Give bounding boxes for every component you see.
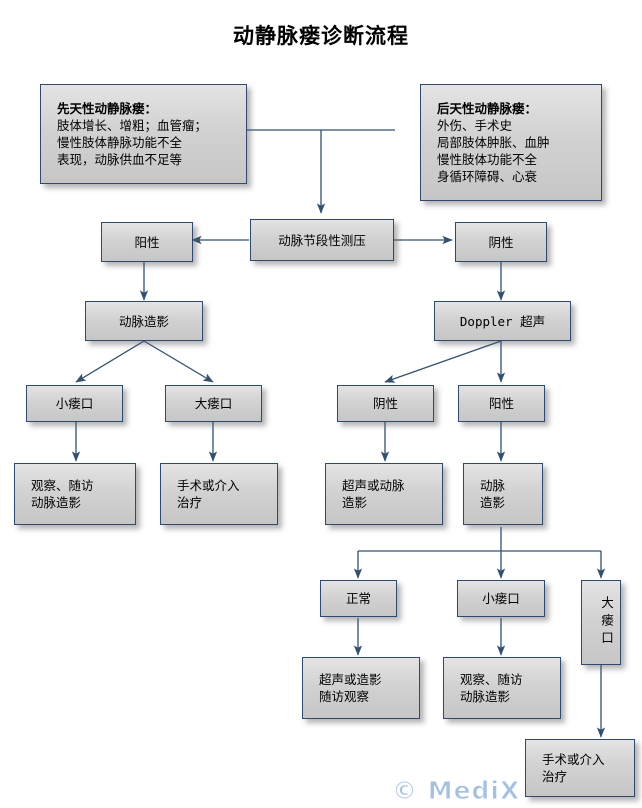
node-large-fistula-left[interactable]: 大瘘口	[165, 385, 262, 422]
node-congenital-avf[interactable]: 先天性动静脉瘘： 肢体增长、增粗；血管瘤； 慢性肢体静脉功能不全 表现，动脉供血…	[40, 84, 247, 184]
observe-followup-left-line-2: 动脉造影	[31, 495, 82, 510]
surgery-left-line-2: 治疗	[177, 495, 203, 510]
watermark-medix: © MediX	[391, 776, 521, 806]
doppler-positive-label: 阳性	[488, 396, 514, 411]
node-negative-right[interactable]: 阴性	[455, 222, 547, 262]
node-angiography-left[interactable]: 动脉造影	[85, 301, 203, 341]
acquired-line-3: 慢性肢体功能不全	[437, 152, 538, 167]
node-surgery-left[interactable]: 手术或介入 治疗	[160, 463, 278, 525]
congenital-line-3: 表现，动脉供血不足等	[57, 152, 183, 167]
node-doppler-ultrasound[interactable]: Doppler 超声	[434, 301, 571, 341]
acquired-line-1: 外伤、手术史	[437, 118, 513, 133]
small-fistula-right-label: 小瘘口	[482, 591, 520, 606]
observe-followup-left-line-1: 观察、随访	[31, 478, 94, 493]
us-or-angio-followup-line-1: 超声或造影	[319, 672, 382, 687]
observe-followup-right-line-1: 观察、随访	[460, 672, 523, 687]
acquired-line-2: 局部肢体肿胀、血肿	[437, 135, 550, 150]
angiography-right-line-2: 造影	[480, 495, 506, 510]
congenital-line-1: 肢体增长、增粗；血管瘤；	[57, 118, 208, 133]
negative-right-label: 阴性	[488, 234, 514, 250]
large-fistula-right-label: 大瘘口	[599, 596, 614, 649]
node-acquired-avf[interactable]: 后天性动静脉瘘： 外伤、手术史 局部肢体肿胀、血肿 慢性肢体功能不全 身循环障碍…	[420, 84, 602, 201]
doppler-label: Doppler 超声	[459, 313, 546, 329]
doppler-negative-label: 阴性	[372, 396, 398, 411]
positive-left-label: 阳性	[134, 234, 160, 250]
surgery-right-line-1: 手术或介入	[542, 752, 605, 767]
acquired-line-4: 身循环障碍、心衰	[437, 169, 538, 184]
angiography-right-line-1: 动脉	[480, 478, 506, 493]
node-observe-followup-right[interactable]: 观察、随访 动脉造影	[443, 657, 561, 719]
surgery-right-line-2: 治疗	[542, 769, 568, 784]
node-small-fistula-right[interactable]: 小瘘口	[457, 580, 545, 617]
acquired-heading: 后天性动静脉瘘：	[437, 101, 538, 116]
large-fistula-left-label: 大瘘口	[194, 396, 233, 411]
small-fistula-left-label: 小瘘口	[55, 396, 94, 411]
observe-followup-right-line-2: 动脉造影	[460, 689, 511, 704]
node-positive-left[interactable]: 阳性	[101, 222, 193, 262]
us-or-angio-line-2: 造影	[342, 495, 368, 510]
node-doppler-negative[interactable]: 阴性	[337, 385, 434, 422]
us-or-angio-followup-line-2: 随访观察	[319, 689, 370, 704]
node-small-fistula-left[interactable]: 小瘘口	[26, 385, 123, 422]
angiography-left-label: 动脉造影	[118, 313, 169, 329]
node-large-fistula-right[interactable]: 大瘘口	[581, 580, 621, 665]
congenital-line-2: 慢性肢体静脉功能不全	[57, 135, 183, 150]
node-us-or-angio-followup[interactable]: 超声或造影 随访观察	[302, 657, 420, 719]
node-observe-followup-left[interactable]: 观察、随访 动脉造影	[14, 463, 136, 525]
congenital-heading: 先天性动静脉瘘：	[57, 101, 158, 116]
normal-label: 正常	[345, 591, 371, 606]
surgery-left-line-1: 手术或介入	[177, 478, 240, 493]
us-or-angio-line-1: 超声或动脉	[342, 478, 405, 493]
node-angiography-right[interactable]: 动脉 造影	[463, 463, 543, 525]
node-doppler-positive[interactable]: 阳性	[458, 385, 545, 422]
node-normal[interactable]: 正常	[320, 580, 397, 617]
node-segmental-pressure[interactable]: 动脉节段性测压	[250, 219, 394, 261]
node-surgery-right[interactable]: 手术或介入 治疗	[525, 739, 635, 797]
segmental-pressure-label: 动脉节段性测压	[278, 232, 366, 248]
page-title: 动静脉瘘诊断流程	[233, 23, 409, 48]
node-us-or-angio[interactable]: 超声或动脉 造影	[325, 463, 443, 525]
